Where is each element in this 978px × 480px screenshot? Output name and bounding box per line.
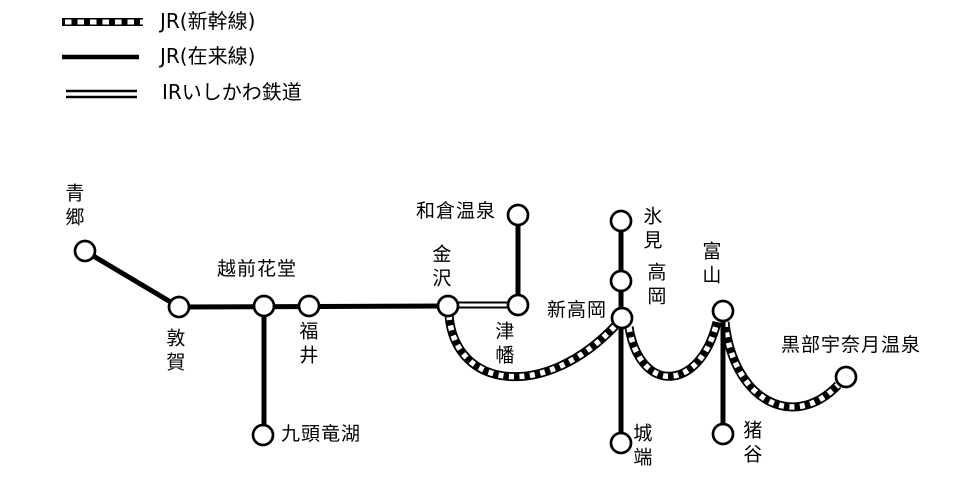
station-label-kurobe-unazuki-onsen: 黒部宇奈月温泉: [781, 334, 922, 356]
station-label-takaoka: 高岡: [644, 262, 667, 310]
station-node-wakura-onsen: [506, 203, 530, 227]
station-node-toyama: [711, 299, 735, 323]
station-label-aonogo: 青郷: [62, 183, 85, 231]
station-label-toyama: 富山: [699, 241, 722, 289]
station-node-johana: [609, 431, 633, 455]
station-node-tsuruga: [167, 295, 191, 319]
station-node-kurobe-unazuki-onsen: [834, 365, 858, 389]
station-node-takaoka: [609, 269, 633, 293]
station-label-johana: 城端: [630, 423, 653, 471]
shinkansen-segment-kanazawa-shintakaoka: [444, 314, 619, 382]
station-label-inotani: 猪谷: [740, 420, 763, 468]
station-label-wakura-onsen: 和倉温泉: [416, 200, 497, 222]
station-node-himi: [609, 209, 633, 233]
station-label-kanazawa: 金沢: [429, 244, 452, 292]
legend-label-conventional: JR(在来線): [160, 44, 256, 68]
station-node-kuzuryuko: [251, 423, 275, 447]
station-node-shin-takaoka: [610, 306, 634, 330]
station-node-aonogo: [73, 239, 97, 263]
legend-label-ir-ishikawa: IRいしかわ鉄道: [162, 80, 302, 104]
station-label-tsubata: 津幡: [492, 321, 515, 369]
station-label-tsuruga: 敦賀: [163, 328, 186, 376]
shinkansen-segment-toyama-kurobe: [720, 321, 842, 412]
station-label-himi: 氷見: [640, 206, 663, 254]
legend-label-shinkansen: JR(新幹線): [160, 9, 256, 33]
station-node-echizen-hanando: [252, 294, 276, 318]
station-node-inotani: [711, 422, 735, 446]
station-label-kuzuryuko: 九頭竜湖: [281, 423, 362, 445]
station-node-tsubata: [506, 293, 530, 317]
station-label-echizen-hanando: 越前花堂: [217, 258, 298, 280]
station-label-fukui: 福井: [296, 321, 319, 369]
station-node-fukui: [297, 294, 321, 318]
station-node-kanazawa: [436, 294, 460, 318]
station-label-shin-takaoka: 新高岡: [547, 299, 608, 321]
shinkansen-segment-shintakaoka-toyama: [624, 320, 722, 381]
